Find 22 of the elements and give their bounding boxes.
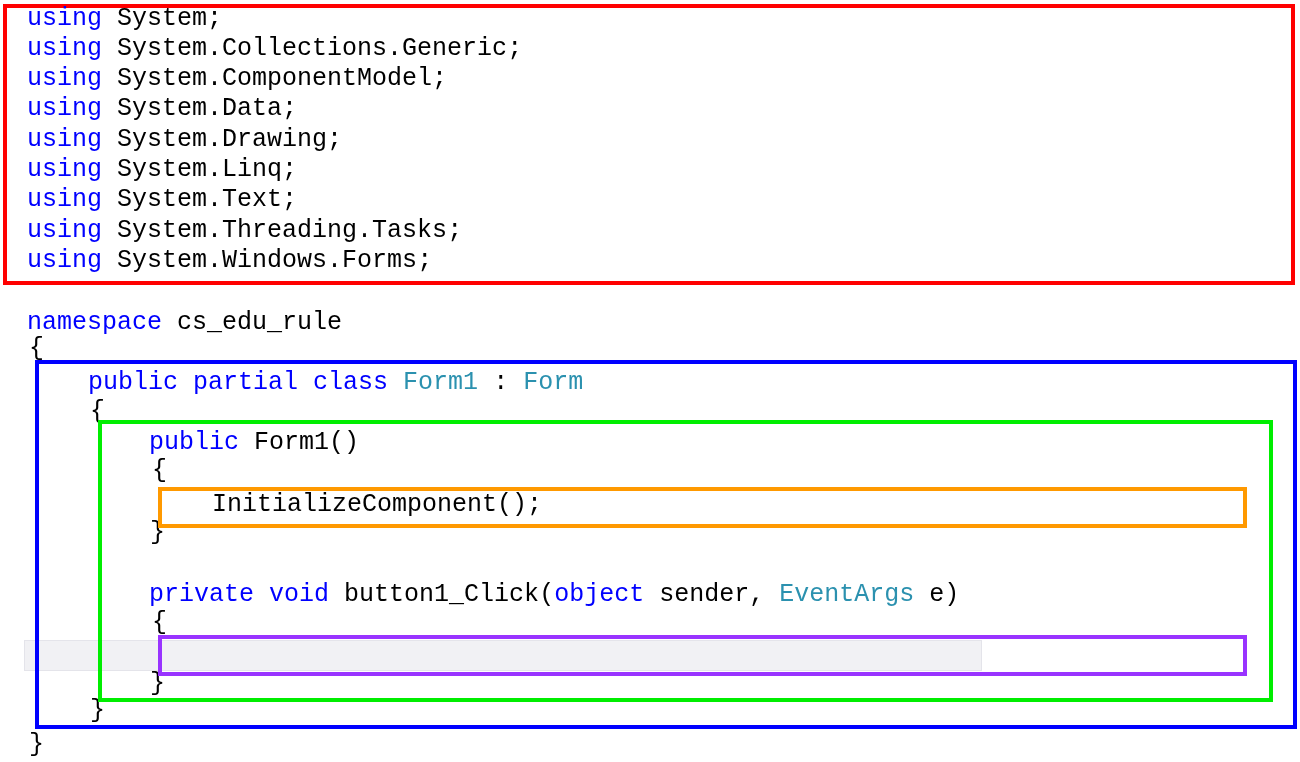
code-line: private void button1_Click(object sender, EventArgs e) (149, 580, 960, 610)
code-line: using System.Linq; (27, 155, 298, 185)
code-line: { (152, 456, 167, 486)
code-line: using System.Drawing; (27, 125, 343, 155)
code-line: using System.ComponentModel; (27, 64, 448, 94)
code-line: namespace cs_edu_rule (27, 308, 343, 337)
code-line: using System.Collections.Generic; (27, 34, 523, 64)
code-line: } (150, 669, 165, 699)
code-line: { (152, 608, 167, 638)
code-line: using System.Data; (27, 94, 298, 124)
code-line: using System.Text; (27, 185, 298, 215)
code-line: public Form1() (149, 428, 360, 458)
code-line: InitializeComponent(); (212, 490, 543, 520)
code-line: using System; (27, 4, 223, 34)
code-line: } (29, 730, 44, 760)
code-line: { (29, 334, 44, 364)
code-line: using System.Threading.Tasks; (27, 216, 463, 246)
code-line: using System.Windows.Forms; (27, 246, 433, 276)
code-region-box (3, 4, 1295, 285)
code-line: } (90, 696, 105, 726)
code-region-box (35, 360, 1297, 729)
code-line: public partial class Form1 : Form (88, 368, 584, 398)
